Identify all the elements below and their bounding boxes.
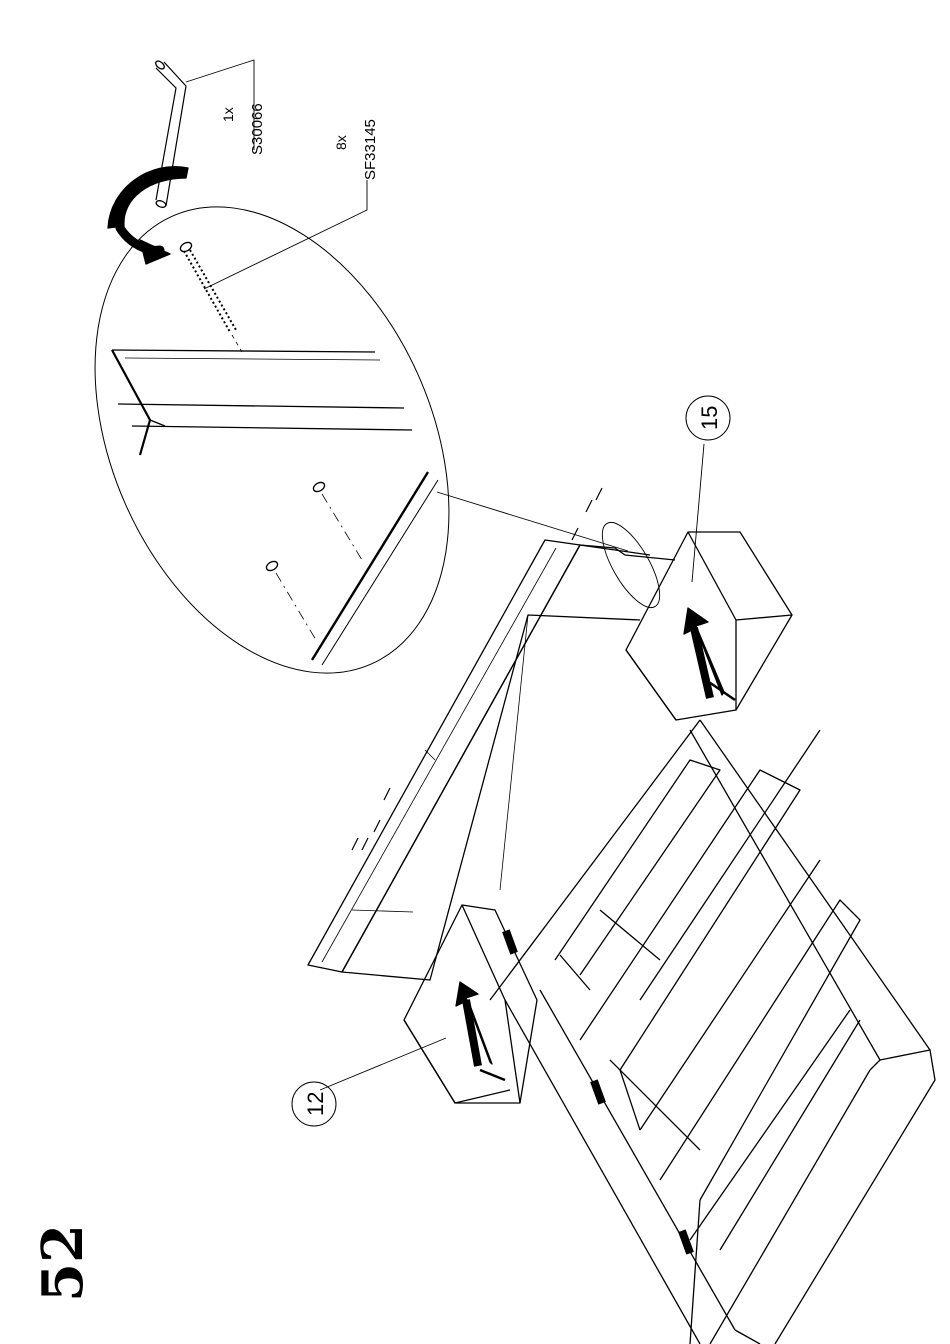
pilot-hole <box>265 560 279 573</box>
bed-base <box>308 540 935 1344</box>
step-number: 52 <box>30 1224 96 1302</box>
part-qty-s30066: 1x <box>220 107 236 122</box>
drawer-12 <box>404 905 537 1103</box>
part-code-sf33145: SF33145 <box>362 119 379 180</box>
pilot-hole <box>312 481 326 494</box>
zoom-spot <box>591 514 670 615</box>
callout-12-label: 12 <box>303 1092 328 1116</box>
drawer-15 <box>626 532 792 720</box>
zoom-detail <box>26 59 670 728</box>
push-arrow-icon <box>456 982 492 1066</box>
allen-key-icon <box>154 59 186 208</box>
part-qty-sf33145: 8x <box>333 135 349 150</box>
part-code-s30066: S30066 <box>249 103 266 155</box>
push-arrow-icon <box>684 608 724 698</box>
screw-icon <box>179 241 242 352</box>
callout-15-label: 15 <box>697 406 722 430</box>
rotate-arrow-icon <box>108 167 188 264</box>
